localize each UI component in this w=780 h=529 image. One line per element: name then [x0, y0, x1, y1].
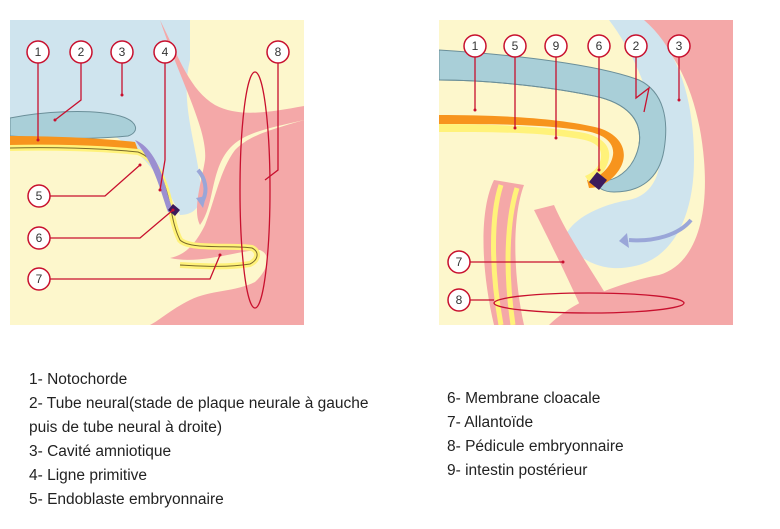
badge-left-3: 3: [110, 40, 134, 64]
fold-arrow-head-right: [619, 233, 629, 248]
badge-right-2: 2: [624, 34, 648, 58]
legend-right: 6- Membrane cloacale 7- Allantoïde 8- Pé…: [447, 387, 747, 483]
svg-text:9: 9: [553, 39, 560, 53]
primitive-streak-left: [135, 140, 174, 212]
svg-text:5: 5: [36, 189, 43, 203]
stalk-ellipse-right: [493, 292, 685, 314]
svg-text:1: 1: [472, 39, 479, 53]
badge-left-2: 2: [69, 40, 93, 64]
connecting-stalk-left: [150, 20, 304, 325]
svg-text:5: 5: [512, 39, 519, 53]
badge-left-5: 5: [27, 184, 51, 208]
svg-text:6: 6: [36, 231, 43, 245]
legend-left: 1- Notochorde 2- Tube neural(stade de pl…: [29, 368, 389, 512]
svg-text:3: 3: [676, 39, 683, 53]
legend-item-8: 8- Pédicule embryonnaire: [447, 438, 624, 455]
svg-text:2: 2: [633, 39, 640, 53]
badge-left-4: 4: [153, 40, 177, 64]
endoderm-right: [439, 124, 610, 182]
svg-text:1: 1: [35, 45, 42, 59]
legend-item-9: 9- intestin postérieur: [447, 462, 588, 479]
fold-arrow-head-left: [196, 196, 206, 208]
left-embryo-diagram: 1 2 3 4 8 5 6 7: [10, 20, 304, 325]
amniotic-cavity-right: [564, 20, 694, 269]
fold-arrow-right: [628, 218, 693, 243]
legend-item-2: 2- Tube neural(stade de plaque neurale à…: [29, 395, 369, 436]
svg-text:4: 4: [162, 45, 169, 59]
legend-item-6: 6- Membrane cloacale: [447, 390, 601, 407]
legend-item-1: 1- Notochorde: [29, 371, 128, 388]
svg-text:7: 7: [456, 255, 463, 269]
right-leader-dots: [473, 98, 681, 264]
svg-text:7: 7: [36, 272, 43, 286]
badge-left-7: 7: [27, 267, 51, 291]
legend-item-4: 4- Ligne primitive: [29, 467, 148, 484]
svg-text:6: 6: [596, 39, 603, 53]
svg-text:3: 3: [119, 45, 126, 59]
badge-left-8: 8: [266, 40, 290, 64]
cloacal-membrane-right: [589, 172, 607, 190]
badge-right-8: 8: [447, 288, 471, 312]
allantois-yellow-b: [505, 187, 520, 325]
badge-right-3: 3: [667, 34, 691, 58]
legend-item-7: 7- Allantoïde: [447, 414, 534, 431]
svg-text:2: 2: [78, 45, 85, 59]
legend-item-5: 5- Endoblaste embryonnaire: [29, 491, 224, 508]
hindgut-stalk-right: [534, 205, 624, 325]
left-leader-lines: [37, 62, 279, 280]
badge-right-9: 9: [544, 34, 568, 58]
allantois-yellow-a: [491, 184, 504, 325]
badge-right-5: 5: [503, 34, 527, 58]
amnion-wall-left: [160, 20, 304, 225]
stalk-ellipse-left: [239, 71, 271, 309]
amnion-outer-right: [549, 20, 733, 325]
badge-right-1: 1: [463, 34, 487, 58]
neural-plate-left: [10, 111, 136, 139]
badge-left-6: 6: [27, 226, 51, 250]
svg-text:8: 8: [456, 293, 463, 307]
badge-left-1: 1: [26, 40, 50, 64]
right-diagram-canvas: 1 5 9 6 2 3 7 8: [439, 20, 733, 325]
right-embryo-diagram: 1 5 9 6 2 3 7 8: [439, 20, 733, 325]
endoderm-outline-left: [10, 147, 258, 267]
badge-right-7: 7: [447, 250, 471, 274]
right-leader-lines: [469, 56, 680, 301]
badge-right-6: 6: [587, 34, 611, 58]
left-diagram-canvas: 1 2 3 4 8 5 6 7: [10, 20, 304, 325]
legend-item-3: 3- Cavité amniotique: [29, 443, 172, 460]
left-leader-dots: [36, 93, 222, 257]
svg-text:8: 8: [275, 45, 282, 59]
